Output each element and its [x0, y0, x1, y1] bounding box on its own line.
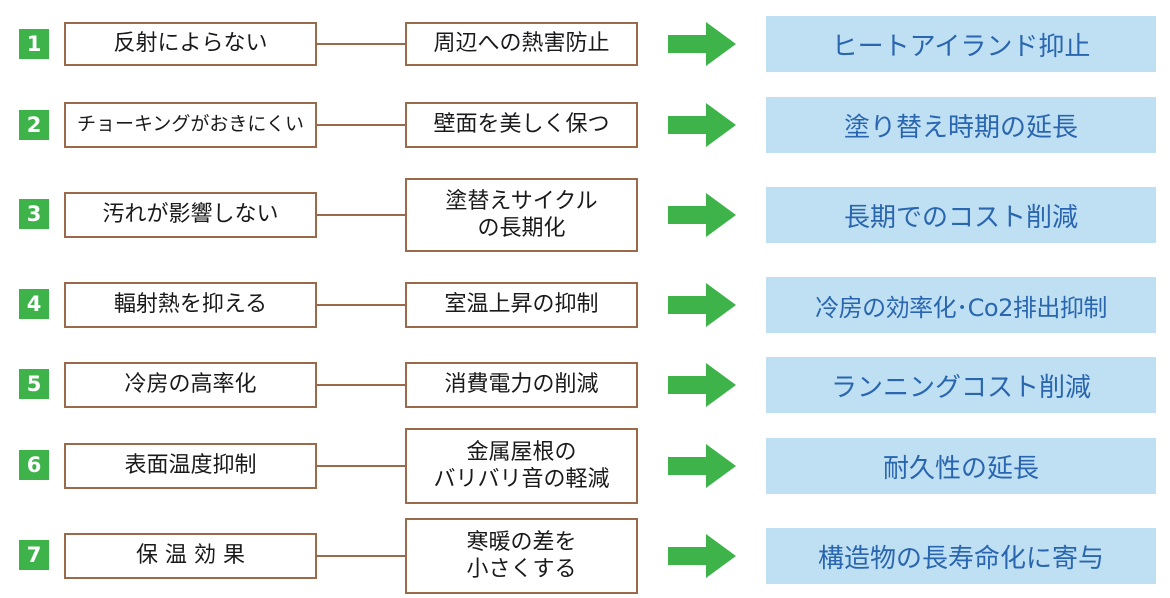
- connector-line: [317, 304, 405, 306]
- cause-box: 汚れが影響しない: [64, 192, 317, 238]
- effect-box: 周辺への熱害防止: [405, 22, 638, 66]
- effect-box: 寒暖の差を 小さくする: [405, 518, 638, 594]
- result-label: ランニングコスト削減: [766, 357, 1156, 413]
- effect-box: 消費電力の削減: [405, 362, 638, 408]
- effect-box: 塗替えサイクル の長期化: [405, 178, 638, 252]
- connector-line: [317, 384, 405, 386]
- cause-box: 表面温度抑制: [64, 443, 317, 489]
- row-number-badge: 7: [19, 540, 49, 570]
- row-number-badge: 5: [19, 369, 49, 399]
- right-arrow-icon: [668, 534, 736, 578]
- right-arrow-icon: [668, 103, 736, 147]
- row-number-badge: 1: [19, 29, 49, 59]
- connector-line: [317, 465, 405, 467]
- right-arrow-icon: [668, 193, 736, 237]
- right-arrow-icon: [668, 22, 736, 66]
- result-label: 長期でのコスト削減: [766, 187, 1156, 243]
- effect-box: 壁面を美しく保つ: [405, 102, 638, 148]
- result-label: 構造物の長寿命化に寄与: [766, 528, 1156, 584]
- cause-box: チョーキングがおきにくい: [64, 102, 317, 148]
- right-arrow-icon: [668, 283, 736, 327]
- connector-line: [317, 124, 405, 126]
- effect-box: 金属屋根の バリバリ音の軽減: [405, 428, 638, 504]
- effect-box: 室温上昇の抑制: [405, 282, 638, 328]
- connector-line: [317, 214, 405, 216]
- cause-box: 反射によらない: [64, 22, 317, 66]
- result-label: 耐久性の延長: [766, 438, 1156, 494]
- row-number-badge: 4: [19, 289, 49, 319]
- cause-box: 冷房の高率化: [64, 362, 317, 408]
- connector-line: [317, 555, 405, 557]
- result-label: ヒートアイランド抑止: [766, 16, 1156, 72]
- row-number-badge: 3: [19, 199, 49, 229]
- right-arrow-icon: [668, 363, 736, 407]
- cause-box: 輻射熱を抑える: [64, 282, 317, 328]
- result-label: 塗り替え時期の延長: [766, 97, 1156, 153]
- row-number-badge: 6: [19, 450, 49, 480]
- right-arrow-icon: [668, 444, 736, 488]
- cause-box: 保 温 効 果: [64, 533, 317, 579]
- result-label: 冷房の効率化･Co2排出抑制: [766, 277, 1156, 333]
- connector-line: [317, 43, 405, 45]
- row-number-badge: 2: [19, 110, 49, 140]
